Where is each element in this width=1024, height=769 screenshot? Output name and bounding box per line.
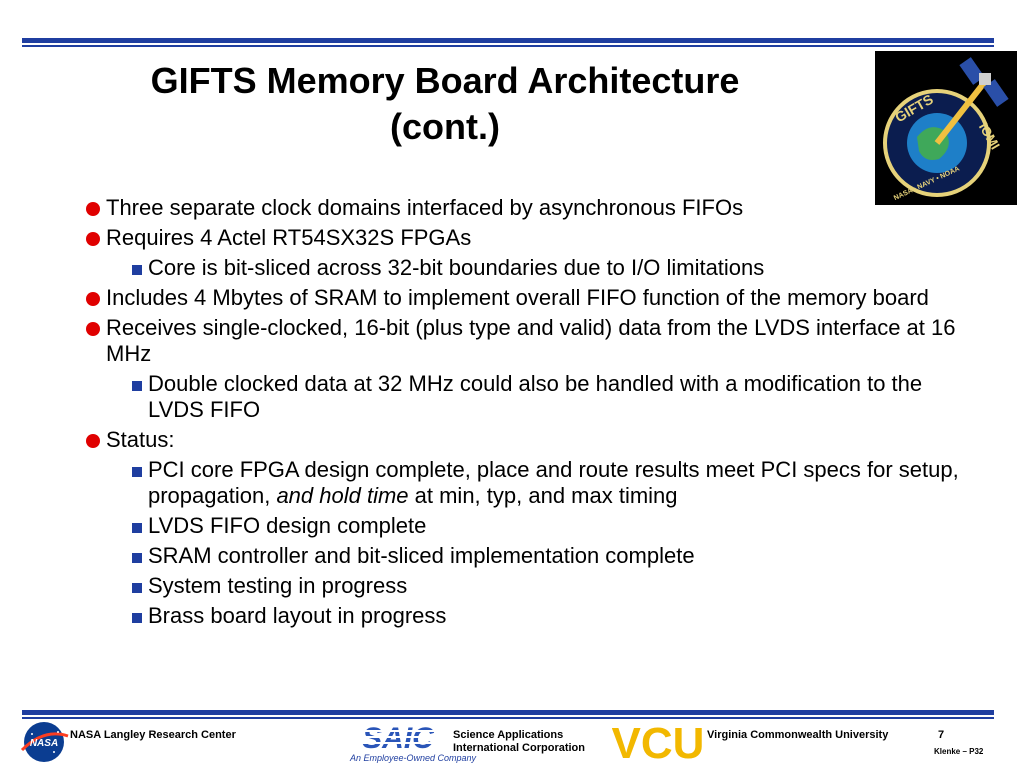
blue-square-bullet-icon [132,583,142,593]
sub-bullet-item: SRAM controller and bit-sliced implement… [86,543,966,569]
vcu-logo: VCU [612,716,705,768]
red-dot-bullet-icon [86,232,100,246]
gifts-iomi-logo: GIFTS IOMI NASA • NAVY • NOAA [875,51,1017,205]
title-line-1: GIFTS Memory Board Architecture [150,60,740,101]
blue-square-bullet-icon [132,553,142,563]
bullet-list: Three separate clock domains interfaced … [86,195,966,633]
blue-square-bullet-icon [132,467,142,477]
bullet-item: Requires 4 Actel RT54SX32S FPGAs [86,225,966,251]
red-dot-bullet-icon [86,292,100,306]
title-line-2: (cont.) [390,106,500,147]
blue-square-bullet-icon [132,523,142,533]
sub-bullet-item: Core is bit-sliced across 32-bit boundar… [86,255,966,281]
nasa-logo: NASA [18,720,70,764]
saic-tagline: An Employee-Owned Company [350,753,477,763]
bullet-item: Three separate clock domains interfaced … [86,195,966,221]
blue-square-bullet-icon [132,613,142,623]
saic-logo: SAIC [352,722,444,755]
sub-bullet-item: Double clocked data at 32 MHz could also… [86,371,966,423]
sub-bullet-item: PCI core FPGA design complete, place and… [86,457,966,509]
saic-name: Science Applications International Corpo… [453,729,585,754]
blue-square-bullet-icon [132,265,142,275]
nasa-center-name: NASA Langley Research Center [70,729,236,741]
bullet-item: Receives single-clocked, 16-bit (plus ty… [86,315,966,367]
bullet-item: Includes 4 Mbytes of SRAM to implement o… [86,285,966,311]
bullet-item: Status: [86,427,966,453]
sub-bullet-item: LVDS FIFO design complete [86,513,966,539]
sub-bullet-item: Brass board layout in progress [86,603,966,629]
red-dot-bullet-icon [86,434,100,448]
doc-id: Klenke – P32 [934,747,984,756]
slide-title: GIFTS Memory Board Architecture (cont.) [60,58,830,150]
top-divider [22,38,994,47]
nasa-logo-text: NASA [30,738,58,749]
page-number: 7 [938,729,945,741]
red-dot-bullet-icon [86,202,100,216]
red-dot-bullet-icon [86,322,100,336]
vcu-name: Virginia Commonwealth University [707,729,889,741]
bottom-divider [22,710,994,719]
sub-bullet-item: System testing in progress [86,573,966,599]
saic-logo-text: SAIC [362,722,435,752]
blue-square-bullet-icon [132,381,142,391]
vcu-logo-text: VCU [612,719,704,762]
